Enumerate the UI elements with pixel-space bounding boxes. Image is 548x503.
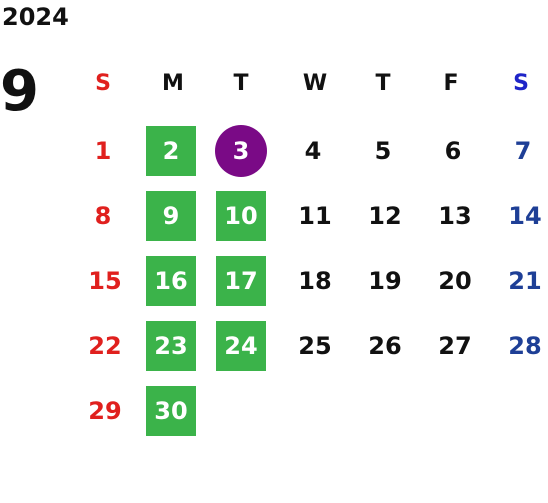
- day-cell-10[interactable]: 10: [216, 191, 266, 241]
- day-cell-17[interactable]: 17: [216, 256, 266, 306]
- day-cell-12[interactable]: 12: [368, 202, 402, 230]
- weekday-header-sun: S: [95, 70, 111, 96]
- week-row: 8 9 10 11 12 13 14: [68, 191, 548, 241]
- day-cell-22[interactable]: 22: [88, 332, 122, 360]
- day-cell-7[interactable]: 7: [514, 137, 532, 165]
- day-cell-25[interactable]: 25: [298, 332, 332, 360]
- day-cell-8[interactable]: 8: [94, 202, 112, 230]
- day-cell-19[interactable]: 19: [368, 267, 402, 295]
- day-cell-9[interactable]: 9: [146, 191, 196, 241]
- day-cell-23[interactable]: 23: [146, 321, 196, 371]
- day-cell-28[interactable]: 28: [508, 332, 542, 360]
- day-cell-24[interactable]: 24: [216, 321, 266, 371]
- weekday-header-sat: S: [513, 70, 529, 96]
- year-label: 2024: [2, 3, 69, 31]
- day-cell-21[interactable]: 21: [508, 267, 542, 295]
- weekday-header-fri: F: [443, 70, 459, 96]
- day-cell-26[interactable]: 26: [368, 332, 402, 360]
- day-cell-18[interactable]: 18: [298, 267, 332, 295]
- day-cell-15[interactable]: 15: [88, 267, 122, 295]
- day-cell-5[interactable]: 5: [374, 137, 392, 165]
- day-cell-16[interactable]: 16: [146, 256, 196, 306]
- day-cell-3-today[interactable]: 3: [215, 125, 267, 177]
- day-cell-13[interactable]: 13: [438, 202, 472, 230]
- month-label: 9: [0, 59, 39, 124]
- weekday-header-tue: T: [233, 70, 249, 96]
- day-cell-2[interactable]: 2: [146, 126, 196, 176]
- day-cell-4[interactable]: 4: [304, 137, 322, 165]
- day-cell-29[interactable]: 29: [88, 397, 122, 425]
- weekday-header-wed: W: [302, 70, 328, 96]
- week-row: 22 23 24 25 26 27 28: [68, 321, 548, 371]
- week-row: 1 2 3 4 5 6 7: [68, 125, 548, 177]
- day-cell-11[interactable]: 11: [298, 202, 332, 230]
- day-cell-1[interactable]: 1: [94, 137, 112, 165]
- day-cell-14[interactable]: 14: [508, 202, 542, 230]
- day-cell-20[interactable]: 20: [438, 267, 472, 295]
- weekday-header-thu: T: [375, 70, 391, 96]
- day-cell-6[interactable]: 6: [444, 137, 462, 165]
- week-row: 29 30: [68, 386, 548, 436]
- weekday-header-row: S M T W T F S: [68, 58, 548, 108]
- weekday-header-mon: M: [162, 70, 184, 96]
- day-cell-27[interactable]: 27: [438, 332, 472, 360]
- day-cell-30[interactable]: 30: [146, 386, 196, 436]
- week-row: 15 16 17 18 19 20 21: [68, 256, 548, 306]
